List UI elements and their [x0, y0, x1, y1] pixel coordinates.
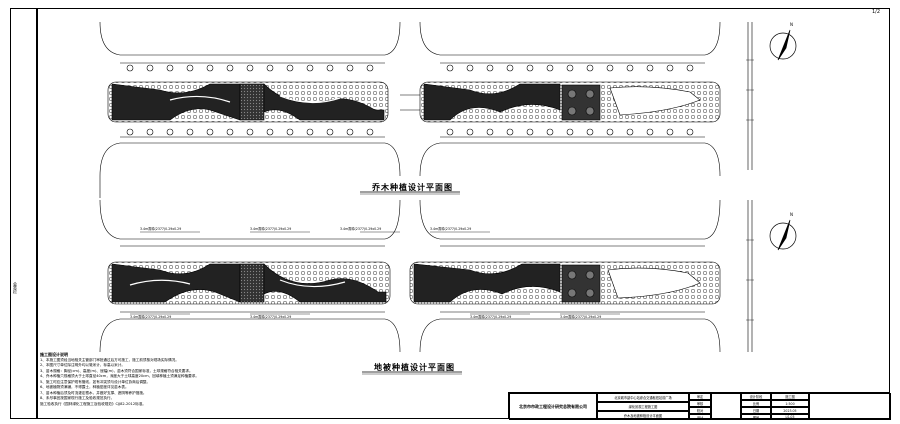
scale-value: 1:500	[771, 400, 809, 407]
groundcover-planting-plan	[99, 199, 754, 353]
design-notes: 施工图设计说明 1、本施工图须经当地相关主管部门审批通过后方可施工，施工前须核对…	[40, 352, 480, 407]
plant-label: 3.4m香樟(2377)0.29x0.29	[140, 226, 181, 231]
plant-label: 3.4m香樟(2377)0.29x0.29	[470, 314, 511, 319]
signature-area	[711, 393, 741, 420]
plant-label: 3.4m香樟(2377)0.29x0.29	[130, 314, 171, 319]
binding-strip	[10, 8, 37, 419]
stamp-area	[809, 393, 891, 420]
notes-line: 3、苗木规格：胸径(cm)、高度(m)、冠幅(m)，苗木须符合国家标准，土球规格…	[40, 368, 193, 373]
stage-value: 施工图	[771, 393, 809, 400]
drawing-name: 乔木及地被种植设计平面图	[597, 411, 689, 420]
drawing-frame	[37, 8, 890, 419]
notes-heading: 施工图设计说明	[40, 352, 68, 357]
role-label: 校对	[689, 407, 711, 414]
number-value: LS-05	[771, 414, 809, 420]
project-line-1: 北京城市副中心站综合交通枢纽站前广场	[597, 393, 689, 402]
company-name: 北京市市政工程设计研究总院有限公司	[509, 393, 597, 420]
north-label-top: N	[790, 22, 793, 27]
binding-label: 会签栏	[13, 282, 18, 294]
bottom-plan-title: 地被种植设计平面图	[374, 363, 455, 372]
role-label: 审定	[689, 393, 711, 400]
number-label: 图号	[741, 414, 771, 420]
tree-row	[126, 64, 694, 136]
notes-line: 2、本图尺寸单位除注明外均以毫米计，标高以米计。	[40, 363, 125, 367]
role-label: 设计	[689, 414, 711, 420]
stage-label: 设计阶段	[741, 393, 771, 400]
plant-label: 3.4m香樟(2377)0.29x0.29	[250, 226, 291, 231]
date-label: 日期	[741, 407, 771, 414]
plant-label: 3.4m香樟(2377)0.29x0.29	[430, 226, 471, 231]
notes-line: 4、乔木种植穴规格须大于土球直径40cm，深度大于土球高度20cm，回填种植土须…	[40, 374, 199, 378]
top-plan-title: 乔木种植设计平面图	[372, 183, 453, 192]
plant-label: 3.4m香樟(2377)0.29x0.29	[250, 314, 291, 319]
notes-line: 1、本施工图须经当地相关主管部门审批通过后方可施工，施工前须核对现场实际情况。	[40, 357, 179, 362]
project-line-2: 绿化景观工程施工图	[597, 402, 689, 411]
tree-planting-plan	[99, 21, 754, 198]
north-arrow-bottom	[769, 219, 797, 251]
notes-line: 施工验收执行《园林绿化工程施工及验收规范》CJJ82-2012标准。	[40, 401, 146, 406]
north-arrow-top	[769, 29, 797, 61]
notes-line: 5、施工时应注意保护现有管线，如有冲突须与设计单位协商后调整。	[40, 379, 151, 384]
plant-label: 3.4m香樟(2377)0.29x0.29	[560, 314, 601, 319]
title-block: 北京市市政工程设计研究总院有限公司 北京城市副中心站综合交通枢纽站前广场 绿化景…	[508, 392, 891, 420]
scale-label: 比例	[741, 400, 771, 407]
notes-line: 7、苗木种植后须及时浇灌定根水，并做好支撑、遮阴等养护措施。	[40, 390, 147, 395]
date-value: 2023.05	[771, 407, 809, 414]
plant-label: 3.4m香樟(2377)0.29x0.29	[340, 226, 381, 231]
notes-line: 8、未尽事宜按国家现行施工及验收规范执行。	[40, 396, 115, 400]
role-label: 审核	[689, 400, 711, 407]
north-label-bottom: N	[790, 212, 793, 217]
notes-line: 6、地被植物须满铺，不得露土，种植密度详见苗木表。	[40, 385, 129, 389]
sheet-corner-mark: 1/2	[872, 9, 881, 15]
